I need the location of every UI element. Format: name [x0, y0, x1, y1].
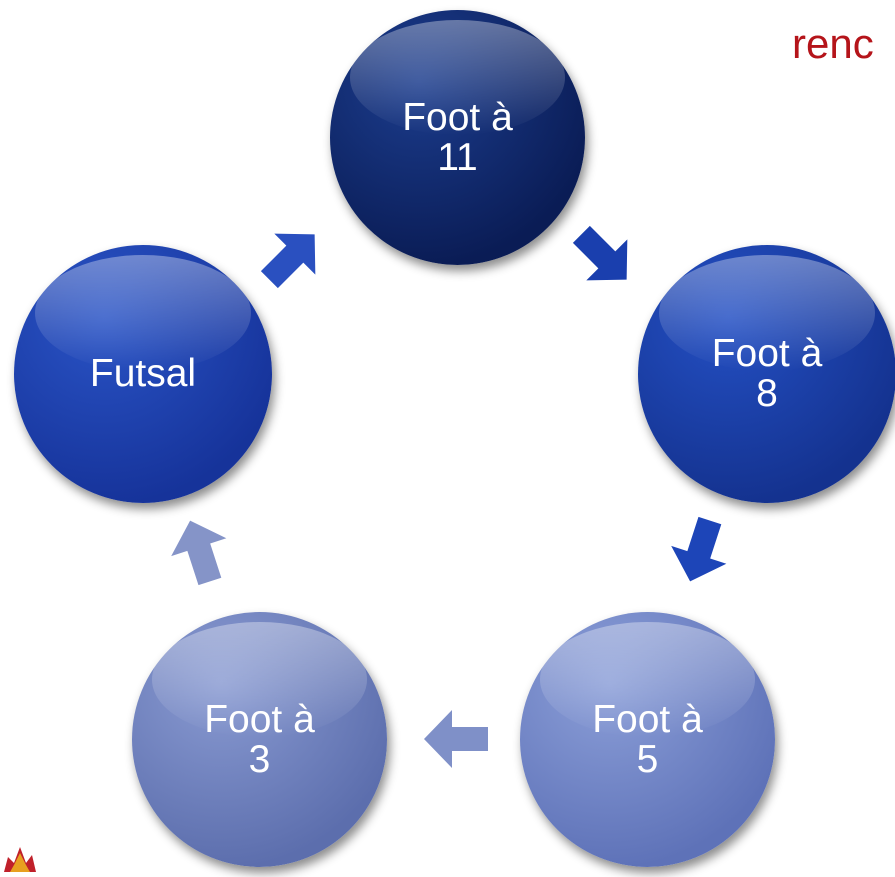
cycle-arrow-icon [424, 710, 488, 768]
cycle-node-futsal: Futsal [14, 245, 272, 503]
cycle-node-label: Futsal [89, 352, 197, 395]
cycle-node-foot-5: Foot à 5 [520, 612, 775, 867]
cycle-node-foot-11: Foot à 11 [330, 10, 585, 265]
cycle-arrow-icon [260, 228, 324, 289]
cycle-arrow-icon [168, 520, 232, 586]
cycle-node-label: Foot à 3 [204, 697, 315, 781]
logo-emblem-icon [0, 845, 40, 872]
cycle-node-foot-8: Foot à 8 [638, 245, 895, 503]
cycle-node-label: Foot à 11 [402, 95, 513, 179]
cycle-arrow-icon [668, 516, 732, 582]
cycle-node-label: Foot à 8 [711, 332, 823, 415]
cycle-node-label: Foot à 5 [592, 697, 703, 781]
corner-title-fragment: renc [792, 20, 874, 67]
cycle-node-foot-3: Foot à 3 [132, 612, 387, 867]
cycle-arrow-icon [572, 225, 636, 286]
